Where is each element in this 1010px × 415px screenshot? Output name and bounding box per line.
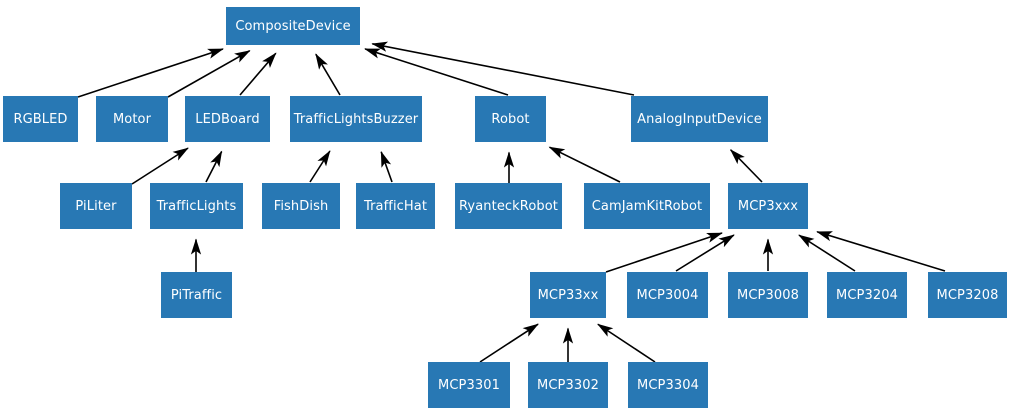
inheritance-edges [77,41,946,363]
class-node-ryanteckrobot[interactable]: RyanteckRobot [455,183,562,229]
class-node-compositedevice[interactable]: CompositeDevice [226,7,360,45]
inheritance-edge [371,41,635,96]
class-node-label: MCP3208 [936,287,999,303]
class-node-mcp3302[interactable]: MCP3302 [528,362,608,408]
inheritance-edge [675,234,735,272]
class-node-label: AnalogInputDevice [637,111,762,127]
inheritance-edge [605,232,723,273]
class-node-label: Robot [491,111,530,127]
class-node-pitraffic[interactable]: PiTraffic [161,272,232,318]
class-node-piliter[interactable]: PiLiter [60,183,132,229]
inheritance-edge [729,149,763,183]
inheritance-edge [309,150,331,183]
class-node-mcp3008[interactable]: MCP3008 [728,272,808,318]
class-node-label: LEDBoard [195,111,260,127]
class-node-label: PiLiter [75,198,117,214]
inheritance-edge [597,323,656,363]
class-node-label: TrafficHat [363,198,428,214]
class-node-robot[interactable]: Robot [475,96,546,142]
class-node-label: MCP3301 [438,377,500,393]
inheritance-edge [315,53,341,96]
inheritance-edge [131,147,189,185]
class-node-label: MCP3302 [537,377,599,393]
class-node-mcp3204[interactable]: MCP3204 [827,272,907,318]
class-node-label: Motor [112,111,152,127]
class-node-trafficlights[interactable]: TrafficLights [150,183,243,229]
class-node-trafficlightsbuzzer[interactable]: TrafficLightsBuzzer [290,96,422,142]
class-node-label: TrafficLights [156,198,237,214]
inheritance-edge [77,48,224,98]
class-node-label: MCP3xxx [737,198,799,214]
class-node-mcp3004[interactable]: MCP3004 [627,272,708,318]
class-node-label: CamJamKitRobot [591,198,703,214]
inheritance-edge [239,52,277,96]
class-node-traffichat[interactable]: TrafficHat [356,183,435,229]
class-node-label: MCP3204 [836,287,898,303]
class-node-camjamkitrobot[interactable]: CamJamKitRobot [584,183,710,229]
class-node-analoginputdevice[interactable]: AnalogInputDevice [631,96,768,142]
inheritance-edge [798,234,856,272]
class-node-mcp3304[interactable]: MCP3304 [628,362,708,408]
class-node-label: MCP3004 [636,287,699,303]
class-node-label: MCP3304 [637,377,699,393]
class-node-mcp3xxx[interactable]: MCP3xxx [728,183,808,229]
inheritance-edge [816,231,946,272]
class-node-label: RGBLED [13,111,68,127]
class-node-label: MCP33xx [537,287,599,303]
class-node-label: CompositeDevice [235,18,351,34]
inheritance-edge [167,49,251,98]
class-node-label: RyanteckRobot [459,198,558,214]
inheritance-edge [479,323,539,363]
class-node-mcp33xx[interactable]: MCP33xx [530,272,606,318]
inheritance-edge [205,150,223,183]
class-node-mcp3208[interactable]: MCP3208 [928,272,1007,318]
class-node-mcp3301[interactable]: MCP3301 [428,362,510,408]
class-node-ledboard[interactable]: LEDBoard [185,96,270,142]
class-node-label: PiTraffic [170,287,223,303]
inheritance-edge [548,146,621,183]
class-node-motor[interactable]: Motor [96,96,168,142]
class-node-label: TrafficLightsBuzzer [293,111,419,127]
inheritance-edge [364,48,509,96]
class-node-fishdish[interactable]: FishDish [262,183,340,229]
class-node-rgbled[interactable]: RGBLED [3,96,78,142]
class-node-label: MCP3008 [737,287,799,303]
class-node-label: FishDish [273,198,329,214]
inheritance-edge [380,151,393,183]
